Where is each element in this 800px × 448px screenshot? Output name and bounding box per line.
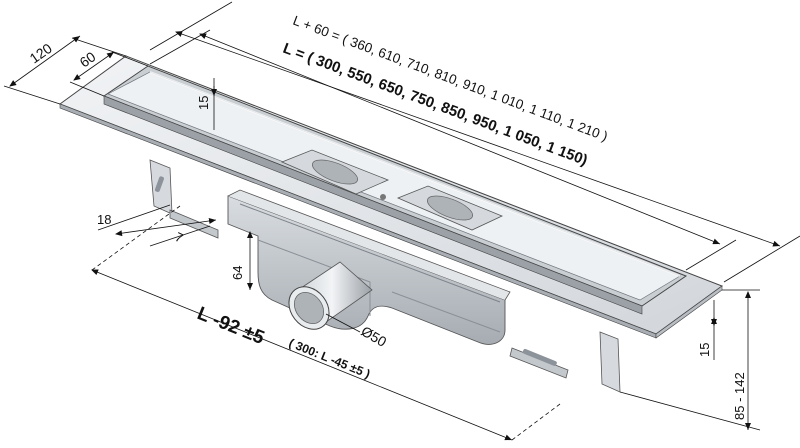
dim-18: 18 <box>97 212 111 227</box>
dim-height-64: 64 <box>230 266 245 280</box>
dim-L-minus-92-note: ( 300: L -45 ±5 ) <box>287 336 372 381</box>
formula-total-length: L + 60 = ( 360, 610, 710, 810, 910, 1 01… <box>291 13 610 144</box>
dim-depth-15-top: 15 <box>196 96 211 110</box>
dim-15-right: 15 <box>697 343 712 357</box>
screw-hole <box>380 194 386 200</box>
mounting-bracket-right <box>509 331 621 393</box>
dim-pipe-diameter: Ø50 <box>359 323 390 350</box>
mounting-bracket-left <box>149 159 219 239</box>
dim-L-minus-92: L -92 ±5 <box>194 303 267 349</box>
dim-channel-60: 60 <box>77 48 99 70</box>
drain-body <box>58 55 724 393</box>
dimension-lines <box>3 1 800 441</box>
dim-7: 7 <box>173 229 186 246</box>
dim-height-85-142: 85 - 142 <box>732 372 747 420</box>
dim-width-120: 120 <box>27 40 55 67</box>
